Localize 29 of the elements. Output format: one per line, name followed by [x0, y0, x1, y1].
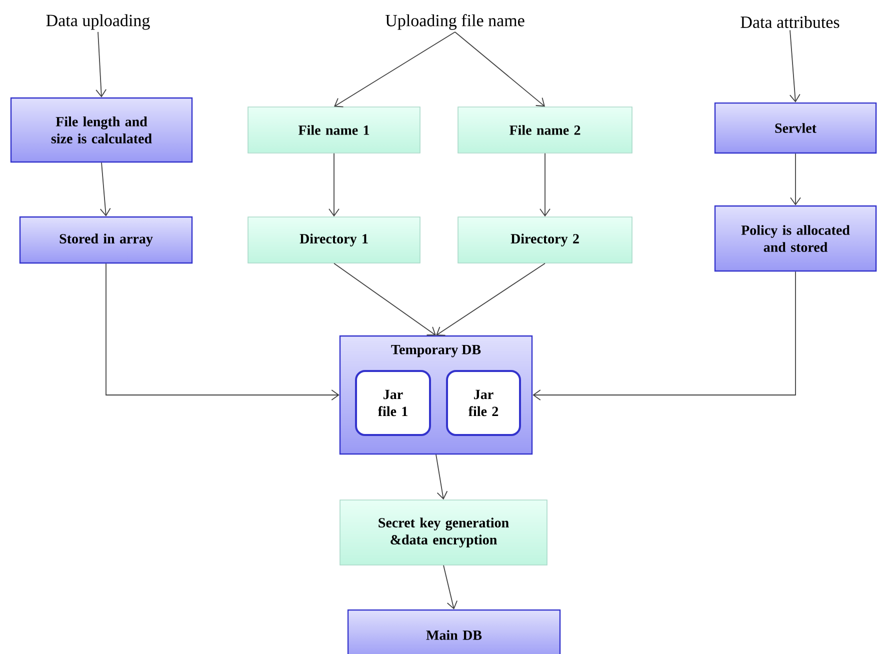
arrow — [106, 263, 340, 400]
arrow — [436, 454, 448, 500]
process-box: Policy is allocated and stored — [714, 205, 877, 272]
arrow — [96, 31, 107, 98]
process-box: Main DB — [347, 609, 561, 654]
rounded-box: Jar file 2 — [446, 370, 521, 436]
arrow — [790, 153, 801, 206]
arrow — [532, 271, 796, 400]
process-box: Stored in array — [19, 216, 193, 264]
arrow — [328, 152, 340, 217]
arrow — [454, 32, 546, 107]
heading-text: Data uploading — [46, 14, 150, 30]
arrow — [100, 162, 111, 216]
process-box: Directory 2 — [458, 216, 632, 264]
rounded-box: Jar file 1 — [355, 370, 431, 436]
arrow — [334, 32, 456, 108]
arrow — [443, 564, 458, 610]
process-box: File length and size is calculated — [10, 97, 193, 163]
process-box: Secret key generation &data encryption — [340, 500, 548, 566]
process-box: File name 2 — [458, 106, 632, 154]
heading-text: Uploading file name — [386, 14, 524, 30]
arrow — [334, 262, 436, 336]
process-box: File name 1 — [248, 106, 420, 154]
process-box: Servlet — [714, 102, 877, 154]
arrow — [789, 30, 800, 102]
arrow — [436, 262, 546, 336]
heading-text: Data attributes — [740, 16, 840, 28]
process-box: Directory 1 — [248, 216, 420, 264]
arrow — [540, 152, 550, 217]
